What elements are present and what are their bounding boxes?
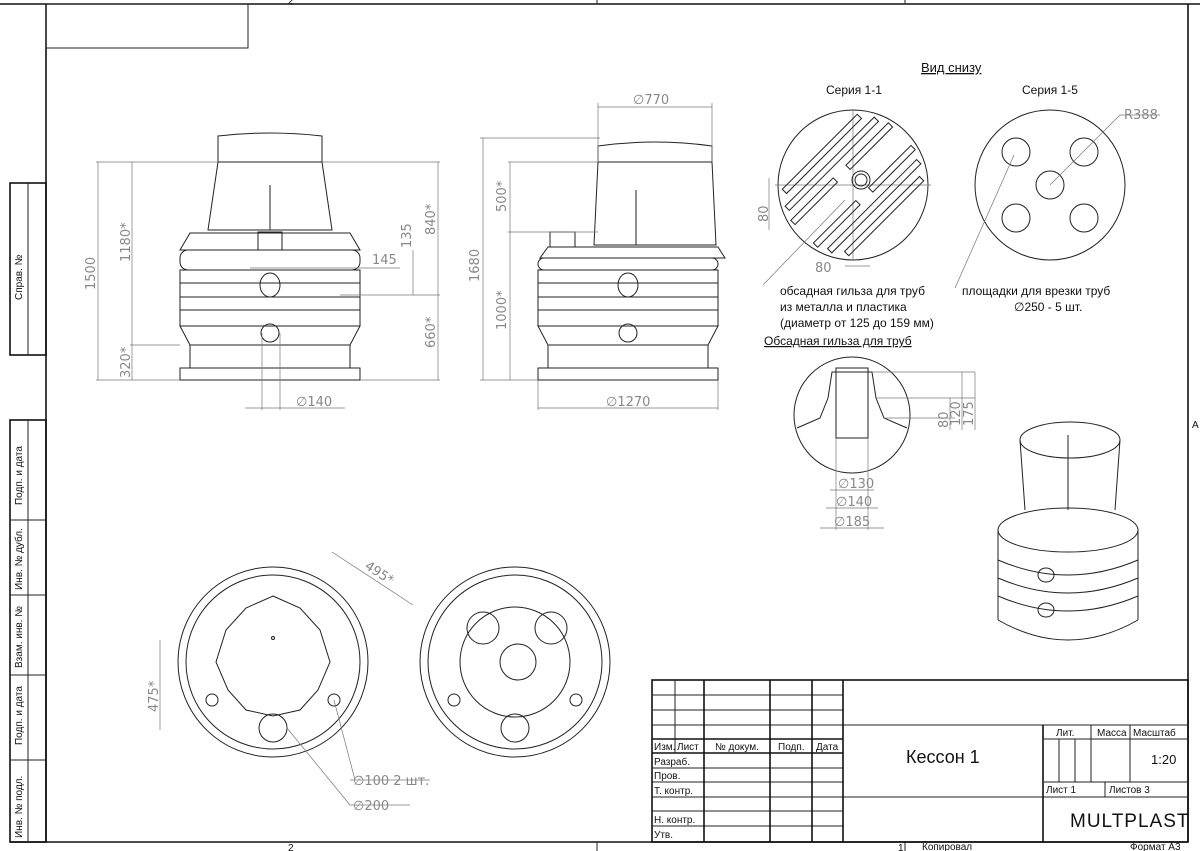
dim-height: 1180* xyxy=(119,222,134,262)
dim-diameter: ∅140 xyxy=(296,395,332,410)
series-1-label: Серия 1-1 xyxy=(826,83,882,97)
bottom-view-series-1 xyxy=(762,109,931,286)
side-strip xyxy=(9,182,47,843)
strip-label: Инв. № дубл. xyxy=(13,528,25,590)
sheet-number: Лист 1 xyxy=(1046,785,1077,796)
scale-label: Масштаб xyxy=(1133,727,1176,739)
note-line: из металла и пластика xyxy=(780,300,907,314)
strip-label: Подп. и дата xyxy=(14,446,25,505)
strip-label: Инв. № подл. xyxy=(14,776,25,838)
format-label: Формат А3 xyxy=(1130,842,1181,851)
tb-header: Дата xyxy=(816,742,839,753)
tb-row-label: Утв. xyxy=(654,830,673,841)
dim-height: 80 xyxy=(937,411,952,428)
drawing-name: Кессон 1 xyxy=(906,747,980,767)
dim-height: 500* xyxy=(495,180,510,212)
tb-header: Изм. xyxy=(654,742,675,753)
strip-label: Справ. № xyxy=(14,254,25,300)
title-block xyxy=(651,679,1189,843)
front-view-tank xyxy=(179,132,361,381)
dim-80-vertical: 80 xyxy=(757,205,772,222)
note-line: площадки для врезки труб xyxy=(962,284,1110,298)
bottom-view-series-5 xyxy=(954,109,1160,289)
dim-diameter: ∅185 xyxy=(834,515,870,530)
zone-label-bottom-left: 2 xyxy=(288,843,294,851)
dim-diameter: ∅1270 xyxy=(606,395,650,410)
dim-475: 475* xyxy=(147,680,162,712)
dim-diameter: ∅130 xyxy=(838,477,874,492)
dim-diameter-100: ∅100 2 шт. xyxy=(353,774,429,789)
company-logo: MULTPLAST xyxy=(1070,811,1190,832)
dim-diameter: ∅770 xyxy=(633,93,669,108)
tb-row-label: Разраб. xyxy=(654,756,690,768)
note-line: обсадная гильза для труб xyxy=(780,284,925,298)
dim-diameter-200: ∅200 xyxy=(353,799,389,814)
tb-row-label: Пров. xyxy=(654,771,680,782)
bottom-view-title: Вид снизу xyxy=(921,60,982,75)
tb-header: Подп. xyxy=(778,742,805,753)
note-line: ∅250 - 5 шт. xyxy=(1014,300,1082,314)
dim-height: 1500 xyxy=(84,257,99,290)
dim-495: 495* xyxy=(362,559,397,589)
dim-height: 840* xyxy=(424,203,439,235)
mass-label: Масса xyxy=(1097,728,1127,739)
dim-radius: R388 xyxy=(1124,108,1158,123)
dim-height: 660* xyxy=(424,316,439,348)
isometric-view-tank xyxy=(997,421,1139,641)
lit-label: Лит. xyxy=(1056,728,1074,739)
tb-row-label: Т. контр. xyxy=(654,786,693,797)
tb-header: Лист xyxy=(677,742,699,753)
dim-height: 120 xyxy=(949,401,964,426)
note-line: (диаметр от 125 до 159 мм) xyxy=(780,316,934,330)
strip-label: Подп. и дата xyxy=(14,686,25,745)
tb-row-label: Н. контр. xyxy=(654,815,695,826)
side-view-dimensions xyxy=(480,103,719,410)
dim-height: 1000* xyxy=(495,290,510,330)
side-view-tank xyxy=(537,141,726,381)
sleeve-detail xyxy=(793,356,976,530)
dim-height: 320* xyxy=(119,346,134,378)
series-2-label: Серия 1-5 xyxy=(1022,83,1078,97)
scale-value: 1:20 xyxy=(1151,752,1176,767)
dim-width: 145 xyxy=(372,253,397,268)
sheet-count: Листов 3 xyxy=(1109,785,1150,796)
tb-header: № докум. xyxy=(715,742,759,753)
zone-label-right: A xyxy=(1192,420,1199,431)
dim-height: 175 xyxy=(962,401,977,426)
zone-label-top: 2 xyxy=(288,0,294,7)
plan-view-top xyxy=(159,551,430,806)
sleeve-detail-title: Обсадная гильза для труб xyxy=(764,334,912,348)
dim-height: 135 xyxy=(400,223,415,248)
dim-height: 1680 xyxy=(468,249,483,282)
front-view-dimensions xyxy=(96,161,440,410)
zone-label-bottom-right: 1 xyxy=(898,843,904,851)
copied-label: Копировал xyxy=(922,842,972,851)
dim-80-horizontal: 80 xyxy=(815,261,832,276)
dim-diameter: ∅140 xyxy=(836,495,872,510)
strip-label: Взам. инв. № xyxy=(14,606,25,668)
plan-view-bottom xyxy=(419,566,611,758)
